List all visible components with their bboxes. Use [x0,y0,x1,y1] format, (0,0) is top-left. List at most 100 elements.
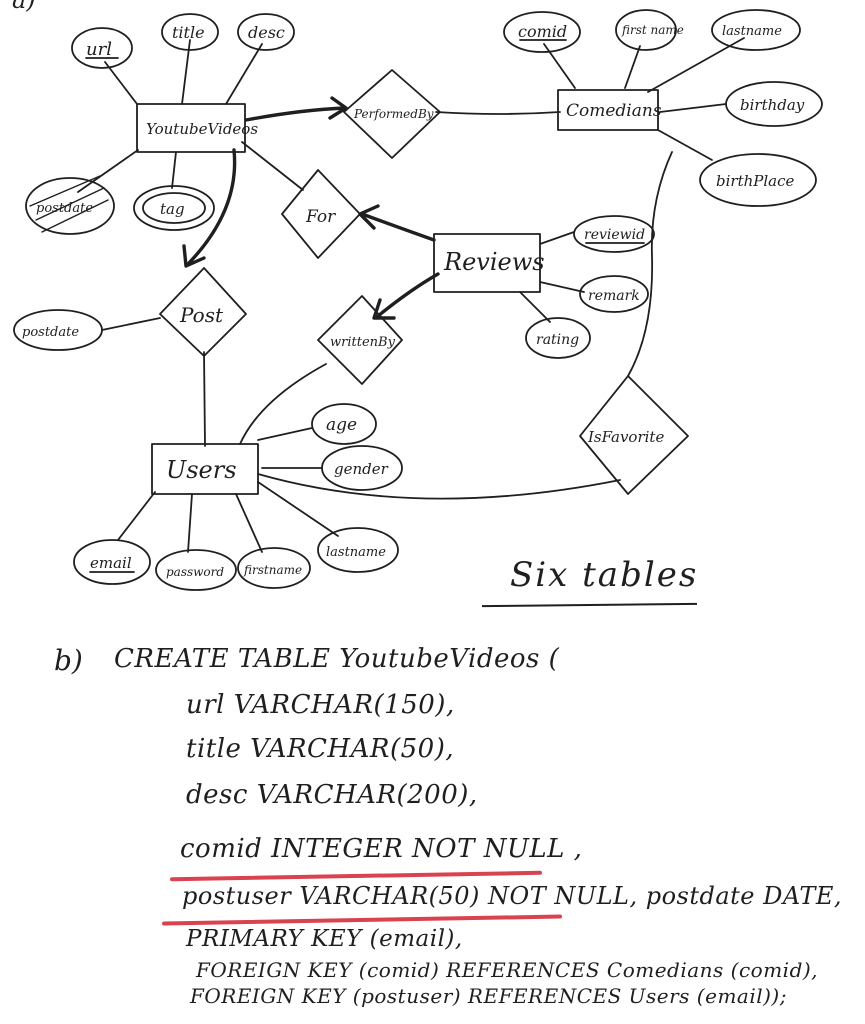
attr-postdate-video-ellipse [25,177,115,235]
link-comedians-isfavorite [627,151,673,377]
attr-reviewid-ellipse [573,215,655,253]
sql-line-5: comid INTEGER NOT NULL , [180,834,583,864]
attr-desc-ellipse [237,13,295,51]
attr-comid-ellipse [503,11,581,53]
attr-email-label: email [90,554,132,572]
entity-users-box [151,443,259,495]
attr-remark-ellipse [579,275,649,313]
entity-reviews-label: Reviews [443,248,545,276]
link-performedby-comedians [435,111,561,115]
attr-desc-label: desc [248,23,285,42]
sql-line-1: CREATE TABLE YoutubeVideos ( [114,644,560,674]
attr-postdate-post-label: postdate [22,325,79,340]
entity-youtubevideos-label: YoutubeVideos [146,120,258,138]
attr-lastname-user-ellipse [317,527,399,573]
attr-reviewid-label: reviewid [584,227,645,243]
arrowhead-performedby [328,96,348,120]
attr-tag-ellipse-outer [133,185,215,231]
attr-url-label: url [86,39,112,60]
attr-tag-label: tag [160,200,185,218]
link-lastname [647,37,745,93]
link-birthday [659,103,727,113]
link-tag [171,151,177,189]
attr-gender-label: gender [334,460,389,478]
rel-performedby-diamond [343,69,441,159]
entity-comedians-box [557,89,659,131]
link-desc [225,43,263,105]
entity-comedians-label: Comedians [566,101,662,121]
attr-rating-ellipse [525,317,591,359]
entity-users-label: Users [166,456,237,484]
attr-email-ellipse [73,539,151,585]
rel-performedby-label: PerformedBy [353,107,434,121]
attr-url-ellipse [71,27,133,69]
link-users-isfavorite [257,473,621,500]
attr-firstname-user-ellipse [237,547,311,589]
arrowhead-post [182,244,206,268]
attr-lastname-label: lastname [722,24,782,39]
rel-for-label: For [305,207,336,227]
sql-line-6: postuser VARCHAR(50) NOT NULL, postdate … [182,882,843,910]
attr-gender-ellipse [321,445,403,491]
link-rating [519,291,551,323]
link-firstname-user [235,493,263,553]
link-lastname-user [257,481,339,537]
attr-tag-ellipse-inner [142,192,206,224]
arrow-youtubevideos-post [186,148,237,266]
link-birthplace [657,129,713,161]
attr-title-label: title [172,23,205,42]
attr-rating-label: rating [536,332,579,348]
sql-line-7: PRIMARY KEY (email), [186,926,463,952]
sql-line-3: title VARCHAR(50), [186,734,455,764]
link-email [117,491,156,541]
rel-for-diamond [281,169,361,259]
arrowhead-for [358,204,380,230]
sql-line-4: desc VARCHAR(200), [186,780,478,810]
caption-six-tables: Six tables [510,555,699,595]
attr-postdate-video-label: postdate [36,201,93,216]
attr-comid-label: comid [518,22,567,41]
sql-create-table: b) CREATE TABLE YoutubeVideos ( url VARC… [0,620,865,1024]
attr-remark-label: remark [588,288,640,304]
rel-writtenby-diamond [317,295,403,385]
link-postdate-video [77,149,139,193]
attr-firstname-ellipse [615,9,677,51]
attr-firstname-label: first name [621,23,684,37]
attr-postdate-post-ellipse [13,309,103,351]
sql-line-8: FOREIGN KEY (comid) REFERENCES Comedians… [196,958,819,982]
link-post-users [203,351,206,447]
attr-birthplace-ellipse [699,153,817,207]
scribble-postdate [29,175,109,233]
arrow-youtubevideos-performedby [244,106,346,122]
arrow-reviews-writtenby [376,272,440,318]
sql-line-2: url VARCHAR(150), [186,690,455,720]
attr-birthplace-label: birthPlace [716,172,794,190]
attr-firstname-user-label: firstname [243,563,302,577]
rel-isfavorite-label: IsFavorite [587,428,664,446]
attr-password-ellipse [155,549,237,591]
link-remark [539,281,585,293]
part-a-label: a) [12,0,36,14]
link-password [187,493,193,553]
rel-post-diamond [159,267,247,357]
attr-age-ellipse [311,403,377,445]
link-reviewid [539,231,575,245]
rel-isfavorite-diamond [579,375,689,495]
arrowhead-writtenby [372,298,396,320]
attr-title-ellipse [161,13,219,51]
link-age [257,427,313,441]
attr-birthday-ellipse [725,81,823,127]
red-underline-comid [169,870,543,882]
link-youtubevideos-for [241,141,304,191]
link-firstname [624,45,641,89]
red-underline-postuser [161,914,563,926]
entity-reviews-box [433,233,541,293]
entity-youtubevideos-box [136,103,246,153]
sql-line-9: FOREIGN KEY (postuser) REFERENCES Users … [190,984,787,1008]
attr-birthday-label: birthday [740,96,805,114]
arrow-reviews-for [360,212,436,242]
link-postdate-post [101,317,161,331]
attr-lastname-user-label: lastname [326,545,386,560]
attr-lastname-ellipse [711,9,801,51]
